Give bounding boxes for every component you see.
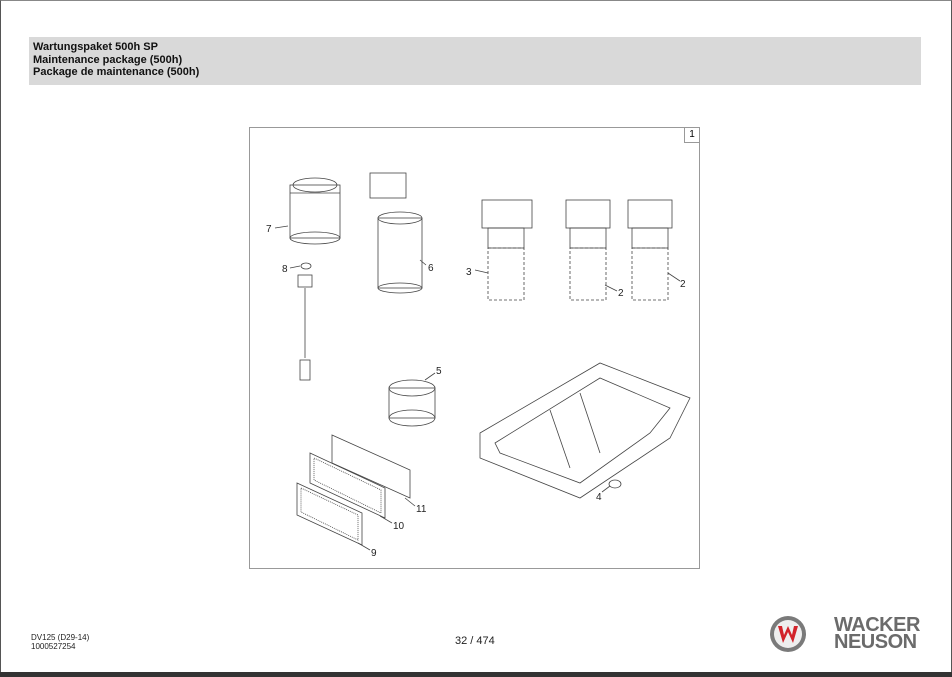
brand-line1: WACKER (834, 614, 920, 636)
callout-10: 10 (393, 521, 405, 532)
page-header: Wartungspaket 500h SP Maintenance packag… (29, 37, 921, 85)
callout-6: 6 (428, 263, 434, 274)
parts-figure: 1 (249, 127, 700, 569)
fuel-filter-drawing (289, 177, 341, 245)
brand-line2: NEUSON (834, 631, 917, 653)
callout-5: 5 (436, 366, 442, 377)
wacker-neuson-logo-icon (770, 616, 806, 652)
callout-2b: 2 (680, 279, 686, 290)
callout-labels: 7 8 6 3 2 2 5 4 11 10 9 (266, 224, 686, 559)
title-de: Wartungspaket 500h SP (33, 41, 158, 53)
callout-11: 11 (416, 504, 427, 515)
parts-drawing (274, 172, 691, 551)
callout-4: 4 (596, 492, 602, 503)
doc-number: 1000527254 (31, 642, 76, 651)
callout-8: 8 (282, 264, 288, 275)
title-fr: Package de maintenance (500h) (33, 66, 200, 78)
footer-info: DV125 (D29-14) 1000527254 (31, 633, 89, 651)
title-en: Maintenance package (500h) (33, 53, 183, 66)
callout-7: 7 (266, 224, 272, 235)
page-number: 32 / 474 (455, 635, 495, 647)
callout-2a: 2 (618, 288, 624, 299)
callout-9: 9 (371, 548, 377, 559)
bottom-bar (0, 672, 952, 677)
brand-name: WACKER NEUSON (834, 614, 920, 653)
callout-3: 3 (466, 267, 472, 278)
model: DV125 (D29-14) (31, 633, 90, 642)
figure-number: 1 (684, 128, 699, 143)
